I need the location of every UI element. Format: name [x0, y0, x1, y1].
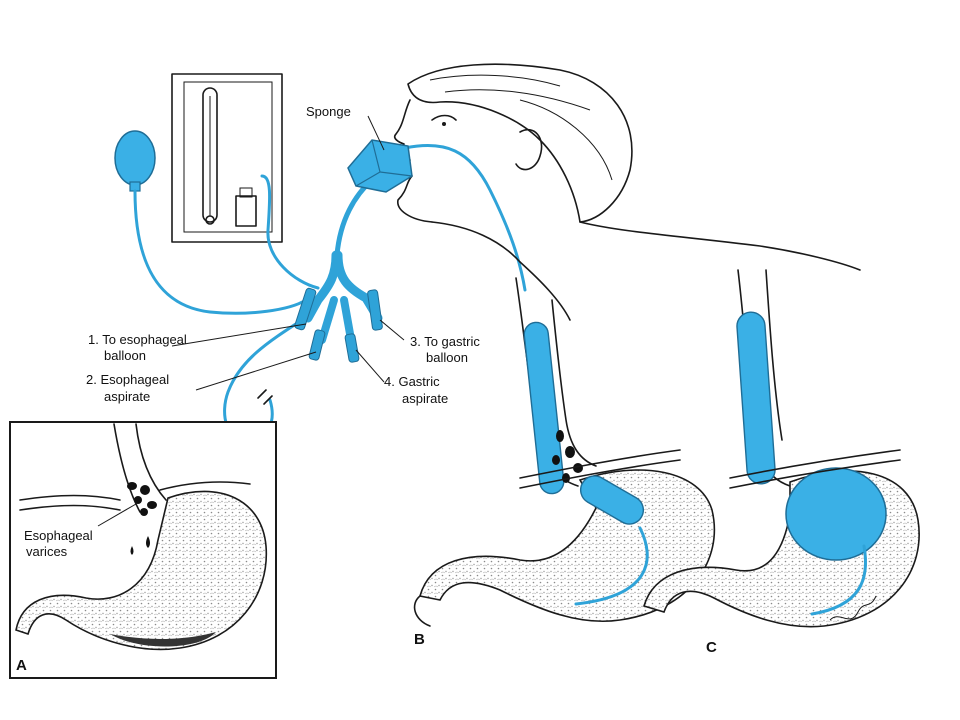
label-varices-line2: varices: [26, 544, 68, 559]
label-esophageal-aspirate-line1: 2. Esophageal: [86, 372, 169, 387]
label-gastric-balloon-line1: 3. To gastric: [410, 334, 480, 349]
panel-c-stomach: [643, 269, 920, 628]
panel-label-a: A: [16, 657, 27, 674]
label-esophageal-aspirate-line2: aspirate: [104, 389, 150, 404]
label-gastric-balloon-line2: balloon: [426, 350, 468, 365]
label-esophageal-balloon-line2: balloon: [104, 348, 146, 363]
manometer: [171, 73, 283, 243]
sponge: [347, 139, 413, 193]
label-gastric-aspirate-line1: 4. Gastric: [384, 374, 440, 389]
label-esophageal-balloon-line1: 1. To esophageal: [88, 332, 187, 347]
panel-b-stomach: [413, 277, 716, 627]
tubing: [133, 143, 527, 442]
inflation-bulb-icon: [114, 130, 156, 192]
label-varices-line1: Esophageal: [24, 528, 93, 543]
label-sponge: Sponge: [306, 104, 351, 119]
patient-head: [393, 63, 861, 321]
leader-lines: [171, 115, 405, 391]
panel-label-c: C: [706, 639, 717, 656]
panel-label-b: B: [414, 631, 425, 648]
label-gastric-aspirate-line2: aspirate: [402, 391, 448, 406]
panel-a-box: [9, 421, 277, 679]
